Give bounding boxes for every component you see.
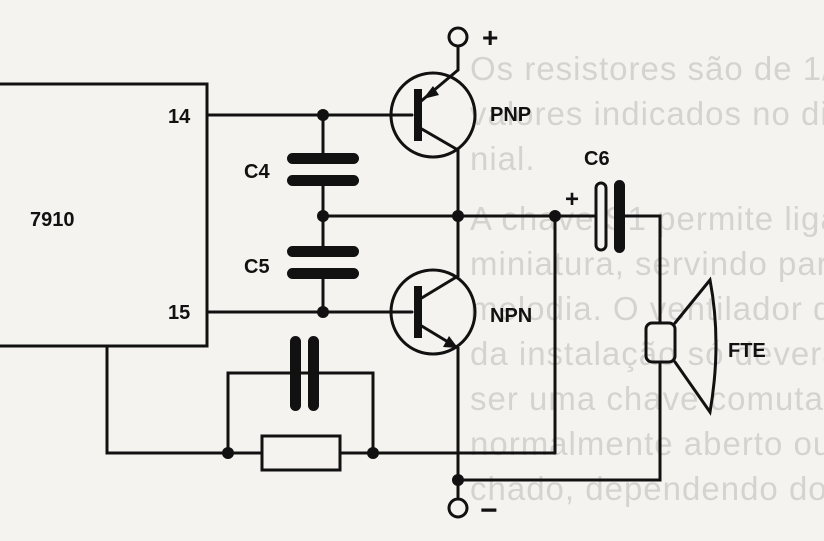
npn-label: NPN [490,305,532,327]
junction-dot [452,210,464,222]
npn-emitter-arrow [443,336,458,348]
junction-dot [367,447,379,459]
pin-15-label: 15 [168,302,190,324]
npn-base-bar [414,286,422,338]
feedback-resistor [260,434,342,472]
junction-dot [317,109,329,121]
c6-polarity: + [565,186,579,213]
feedback-cap-plate-left [290,336,301,411]
c5-plate-bottom [287,268,359,279]
wire-c6-out [618,214,662,325]
c5-plate-top [287,246,359,257]
junction-dot [549,210,561,222]
c4-label: C4 [244,161,270,183]
feedback-cap-plate-right [308,336,319,411]
junction-dot [222,447,234,459]
pnp-base-bar [414,89,422,141]
speaker-label: FTE [728,340,766,362]
negative-supply-label: − [480,494,498,527]
c4-plate-top [287,153,359,164]
pnp-collector [418,126,460,152]
c6-plate-right [614,180,625,253]
positive-supply-label: + [482,22,498,53]
pin-14-label: 14 [168,106,191,128]
npn-collector [418,274,460,301]
junction-dot [317,210,329,222]
junction-dot [317,306,329,318]
ic-box [0,82,209,348]
c4-plate-bottom [287,175,359,186]
pnp-emitter-arrow [423,86,439,99]
speaker-cone [673,276,718,416]
negative-terminal [447,497,469,519]
junction-dot [452,474,464,486]
pnp-transistor-body [389,71,477,159]
c5-label: C5 [244,256,270,278]
ic-label: 7910 [30,209,75,231]
c6-plate-left [594,181,608,252]
pnp-label: PNP [490,104,531,126]
speaker-magnet [644,321,677,364]
positive-terminal [447,26,469,48]
npn-transistor-body [389,268,477,356]
wire-ground-return [105,344,230,455]
c6-label: C6 [584,148,610,170]
wire-speaker-return [456,360,662,482]
